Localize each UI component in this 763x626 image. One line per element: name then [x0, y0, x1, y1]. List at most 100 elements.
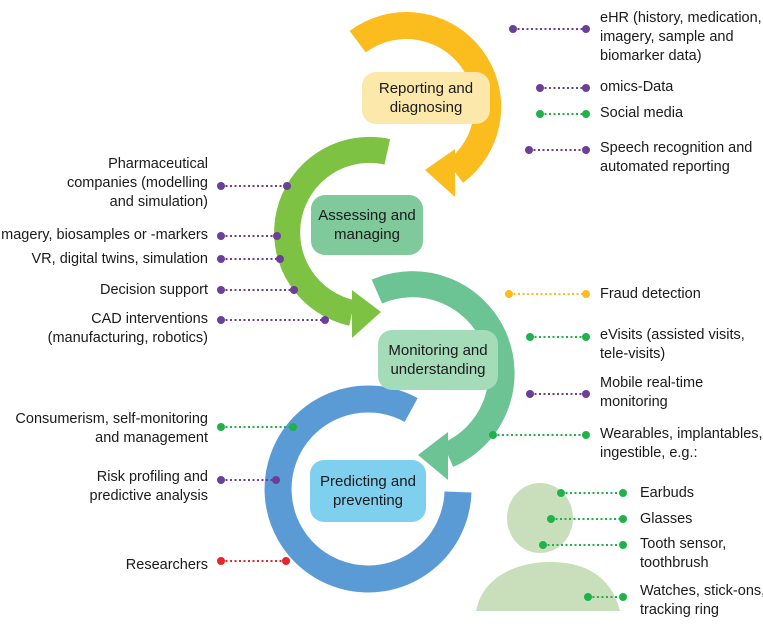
label-line: companies (modelling: [66, 175, 208, 191]
label-line: and simulation): [109, 194, 208, 210]
label-risk: Risk profiling and predictive analysis: [90, 468, 208, 506]
label-line: Imagery, biosamples or -markers: [0, 227, 208, 243]
label-researchers: Researchers: [126, 556, 208, 575]
label-line: Glasses: [640, 511, 693, 527]
label-line: and management: [95, 430, 208, 446]
dot: [536, 84, 544, 92]
label-line: CAD interventions: [91, 311, 208, 327]
dot: [283, 182, 291, 190]
dot: [582, 110, 590, 118]
dot: [582, 84, 590, 92]
stage-reporting-diagnosing: Reporting and diagnosing: [362, 72, 490, 124]
dot: [489, 431, 497, 439]
connector-dots: [217, 25, 627, 601]
dot: [321, 316, 329, 324]
label-line: predictive analysis: [89, 488, 208, 504]
label-line: tele-visits): [600, 346, 666, 362]
stage-label-line: Monitoring and: [388, 342, 488, 359]
ring-monitoring-arrowhead: [418, 432, 448, 480]
label-line: Speech recognition and: [600, 140, 753, 156]
stage-label-line: Predicting and: [320, 473, 416, 490]
dot: [582, 333, 590, 341]
dot: [526, 333, 534, 341]
dot: [525, 146, 533, 154]
dot: [289, 423, 297, 431]
label-consumerism: Consumerism, self-monitoring and managem…: [15, 410, 208, 448]
stage-label-line: understanding: [390, 361, 486, 378]
person-silhouette: [476, 483, 620, 611]
dot: [217, 286, 225, 294]
label-earbuds: Earbuds: [640, 484, 694, 503]
ring-predicting-arc: [264, 385, 472, 593]
dot: [547, 515, 555, 523]
dot: [217, 316, 225, 324]
dot: [272, 476, 280, 484]
label-line: biomarker data): [600, 48, 702, 64]
label-line: Earbuds: [640, 485, 695, 501]
stage-assessing-managing: Assessing and managing: [311, 195, 423, 255]
label-line: tracking ring: [640, 602, 719, 618]
label-wearables: Wearables, implantables, ingestible, e.g…: [600, 425, 763, 463]
label-line: Mobile real-time: [600, 375, 704, 391]
label-line: VR, digital twins, simulation: [31, 251, 209, 267]
label-line: eVisits (assisted visits,: [600, 327, 745, 343]
dot: [282, 557, 290, 565]
label-line: toothbrush: [640, 555, 709, 571]
dot: [539, 541, 547, 549]
dot: [584, 593, 592, 601]
label-line: (manufacturing, robotics): [47, 330, 208, 346]
dot: [619, 515, 627, 523]
stage-label-line: diagnosing: [389, 99, 463, 116]
label-line: Watches, stick-ons,: [640, 583, 763, 599]
dot: [217, 476, 225, 484]
stage-label-line: Reporting and: [378, 80, 474, 97]
stage-label-line: managing: [334, 226, 400, 243]
dot: [505, 290, 513, 298]
label-line: Risk profiling and: [96, 469, 208, 485]
label-line: Pharmaceutical: [108, 156, 208, 172]
label-ehr: eHR (history, medication, imagery, sampl…: [600, 9, 762, 66]
label-line: Researchers: [125, 557, 208, 573]
dot: [217, 557, 225, 565]
dot: [536, 110, 544, 118]
dot: [557, 489, 565, 497]
label-line: Wearables, implantables,: [600, 426, 763, 442]
dot: [582, 290, 590, 298]
label-watches: Watches, stick-ons, tracking ring: [640, 582, 763, 620]
label-line: Consumerism, self-monitoring: [15, 411, 208, 427]
label-cad: CAD interventions (manufacturing, roboti…: [48, 310, 208, 348]
label-line: Decision support: [100, 282, 208, 298]
dot: [276, 255, 284, 263]
dot: [582, 390, 590, 398]
dot: [273, 232, 281, 240]
dot: [582, 431, 590, 439]
ring-predicting-preventing: [264, 385, 472, 593]
dot: [217, 182, 225, 190]
label-line: Tooth sensor,: [640, 536, 727, 552]
ring-reporting-arrowhead: [425, 149, 455, 197]
label-mobile: Mobile real-time monitoring: [600, 374, 703, 412]
person-head: [507, 483, 573, 553]
label-evisits: eVisits (assisted visits, tele-visits): [600, 326, 745, 364]
dot: [526, 390, 534, 398]
label-speech: Speech recognition and automated reporti…: [600, 139, 752, 177]
ring-reporting-diagnosing: [349, 12, 502, 197]
dot: [217, 423, 225, 431]
label-line: Fraud detection: [600, 286, 701, 302]
dot: [619, 593, 627, 601]
dot: [509, 25, 517, 33]
label-tooth: Tooth sensor, toothbrush: [640, 535, 726, 573]
label-imagery: Imagery, biosamples or -markers: [0, 226, 208, 245]
stage-label-line: preventing: [332, 492, 404, 509]
dot: [582, 25, 590, 33]
label-line: omics-Data: [600, 79, 674, 95]
dot: [217, 232, 225, 240]
label-pharma: Pharmaceutical companies (modelling and …: [67, 155, 208, 212]
ring-assessing-arc: [274, 136, 391, 326]
dot: [619, 489, 627, 497]
label-decision: Decision support: [100, 281, 208, 300]
ring-assessing-managing: [274, 136, 391, 338]
ring-reporting-arc: [349, 12, 502, 183]
stage-monitoring-understanding: Monitoring and understanding: [378, 330, 498, 390]
